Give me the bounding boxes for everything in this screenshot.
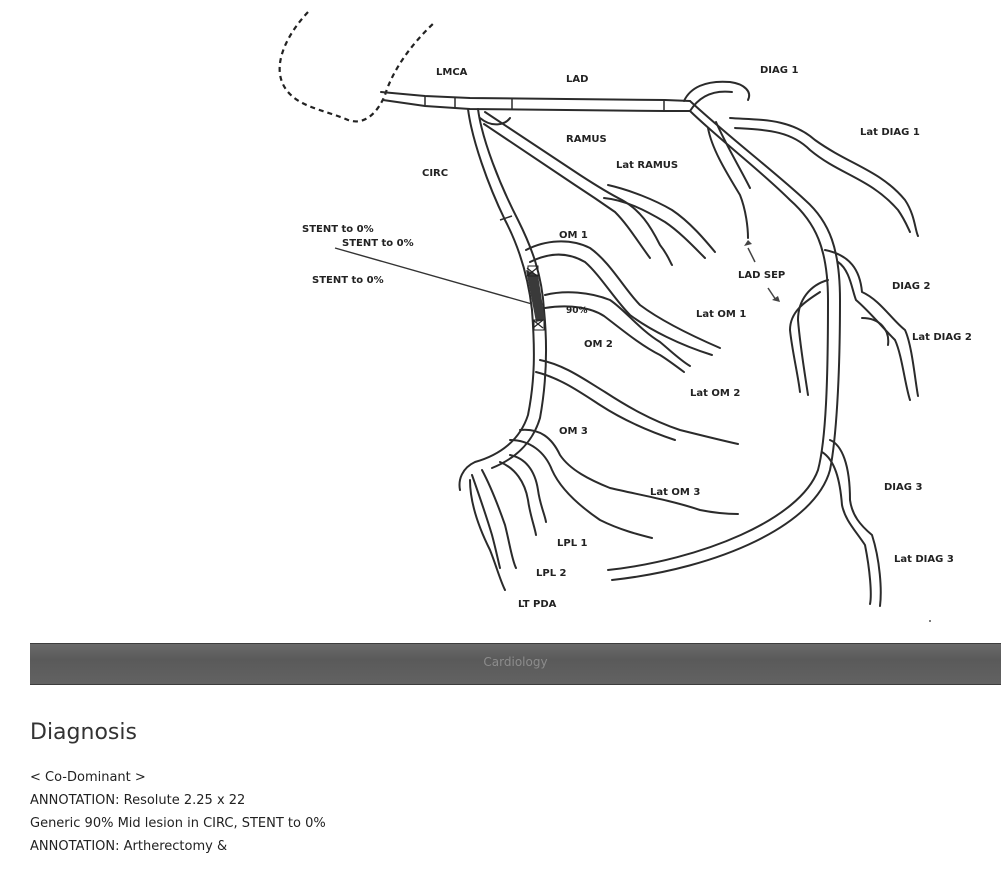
label-lmca: LMCA (436, 67, 468, 78)
label-lat-diag2: Lat DIAG 2 (912, 332, 972, 343)
stent-pointer-line (334, 247, 533, 305)
label-lad-sep: LAD SEP (738, 270, 785, 281)
lad-sep-vessels (707, 121, 829, 396)
label-lpl1: LPL 1 (557, 538, 588, 549)
coronary-diagram: LMCA LAD DIAG 1 Lat DIAG 1 RAMUS Lat RAM… (278, 11, 972, 622)
lad-main-vessel (607, 100, 919, 607)
diagnosis-text: < Co-Dominant > ANNOTATION: Resolute 2.2… (30, 766, 326, 858)
label-diag1: DIAG 1 (760, 65, 798, 76)
label-lad: LAD (566, 74, 588, 85)
label-circ: CIRC (422, 168, 448, 179)
banner-caption: Cardiology (483, 655, 548, 669)
label-lt-pda: LT PDA (518, 599, 557, 610)
om-vessels (509, 240, 739, 539)
label-diag2: DIAG 2 (892, 281, 930, 292)
label-lat-diag3: Lat DIAG 3 (894, 554, 954, 565)
label-diag3: DIAG 3 (884, 482, 922, 493)
label-stent-1: STENT to 0% (302, 224, 374, 235)
label-om1: OM 1 (559, 230, 588, 241)
stray-dot (929, 620, 931, 622)
diagnosis-line: ANNOTATION: Artherectomy & (30, 839, 228, 854)
diagnosis-line: Generic 90% Mid lesion in CIRC, STENT to… (30, 816, 326, 831)
diag1-vessel (683, 80, 919, 237)
lmca-lad-trunk (380, 91, 691, 112)
label-lat-om2: Lat OM 2 (690, 388, 740, 399)
diagnosis-heading: Diagnosis (30, 720, 137, 745)
label-stent-3: STENT to 0% (312, 275, 384, 286)
lad-sep-arrows (744, 240, 780, 302)
label-stent-2: STENT to 0% (342, 238, 414, 249)
label-ramus: RAMUS (566, 134, 607, 145)
label-lpl2: LPL 2 (536, 568, 567, 579)
label-om2: OM 2 (584, 339, 613, 350)
label-lesion: 90% (566, 306, 588, 316)
label-lat-ramus: Lat RAMUS (616, 160, 678, 171)
aorta-outline (278, 11, 436, 123)
diagnosis-line: ANNOTATION: Resolute 2.25 x 22 (30, 793, 246, 808)
ramus-vessel (483, 111, 716, 266)
circ-vessel (458, 108, 548, 491)
label-lat-om1: Lat OM 1 (696, 309, 746, 320)
diagnosis-line: < Co-Dominant > (30, 770, 146, 785)
label-lat-om3: Lat OM 3 (650, 487, 700, 498)
vessel-labels: LMCA LAD DIAG 1 Lat DIAG 1 RAMUS Lat RAM… (302, 65, 972, 610)
section-banner: Cardiology (30, 643, 1001, 685)
circ-stent (526, 265, 545, 331)
lpl-pda-vessels (469, 454, 547, 591)
label-om3: OM 3 (559, 426, 588, 437)
label-lat-diag1: Lat DIAG 1 (860, 127, 920, 138)
